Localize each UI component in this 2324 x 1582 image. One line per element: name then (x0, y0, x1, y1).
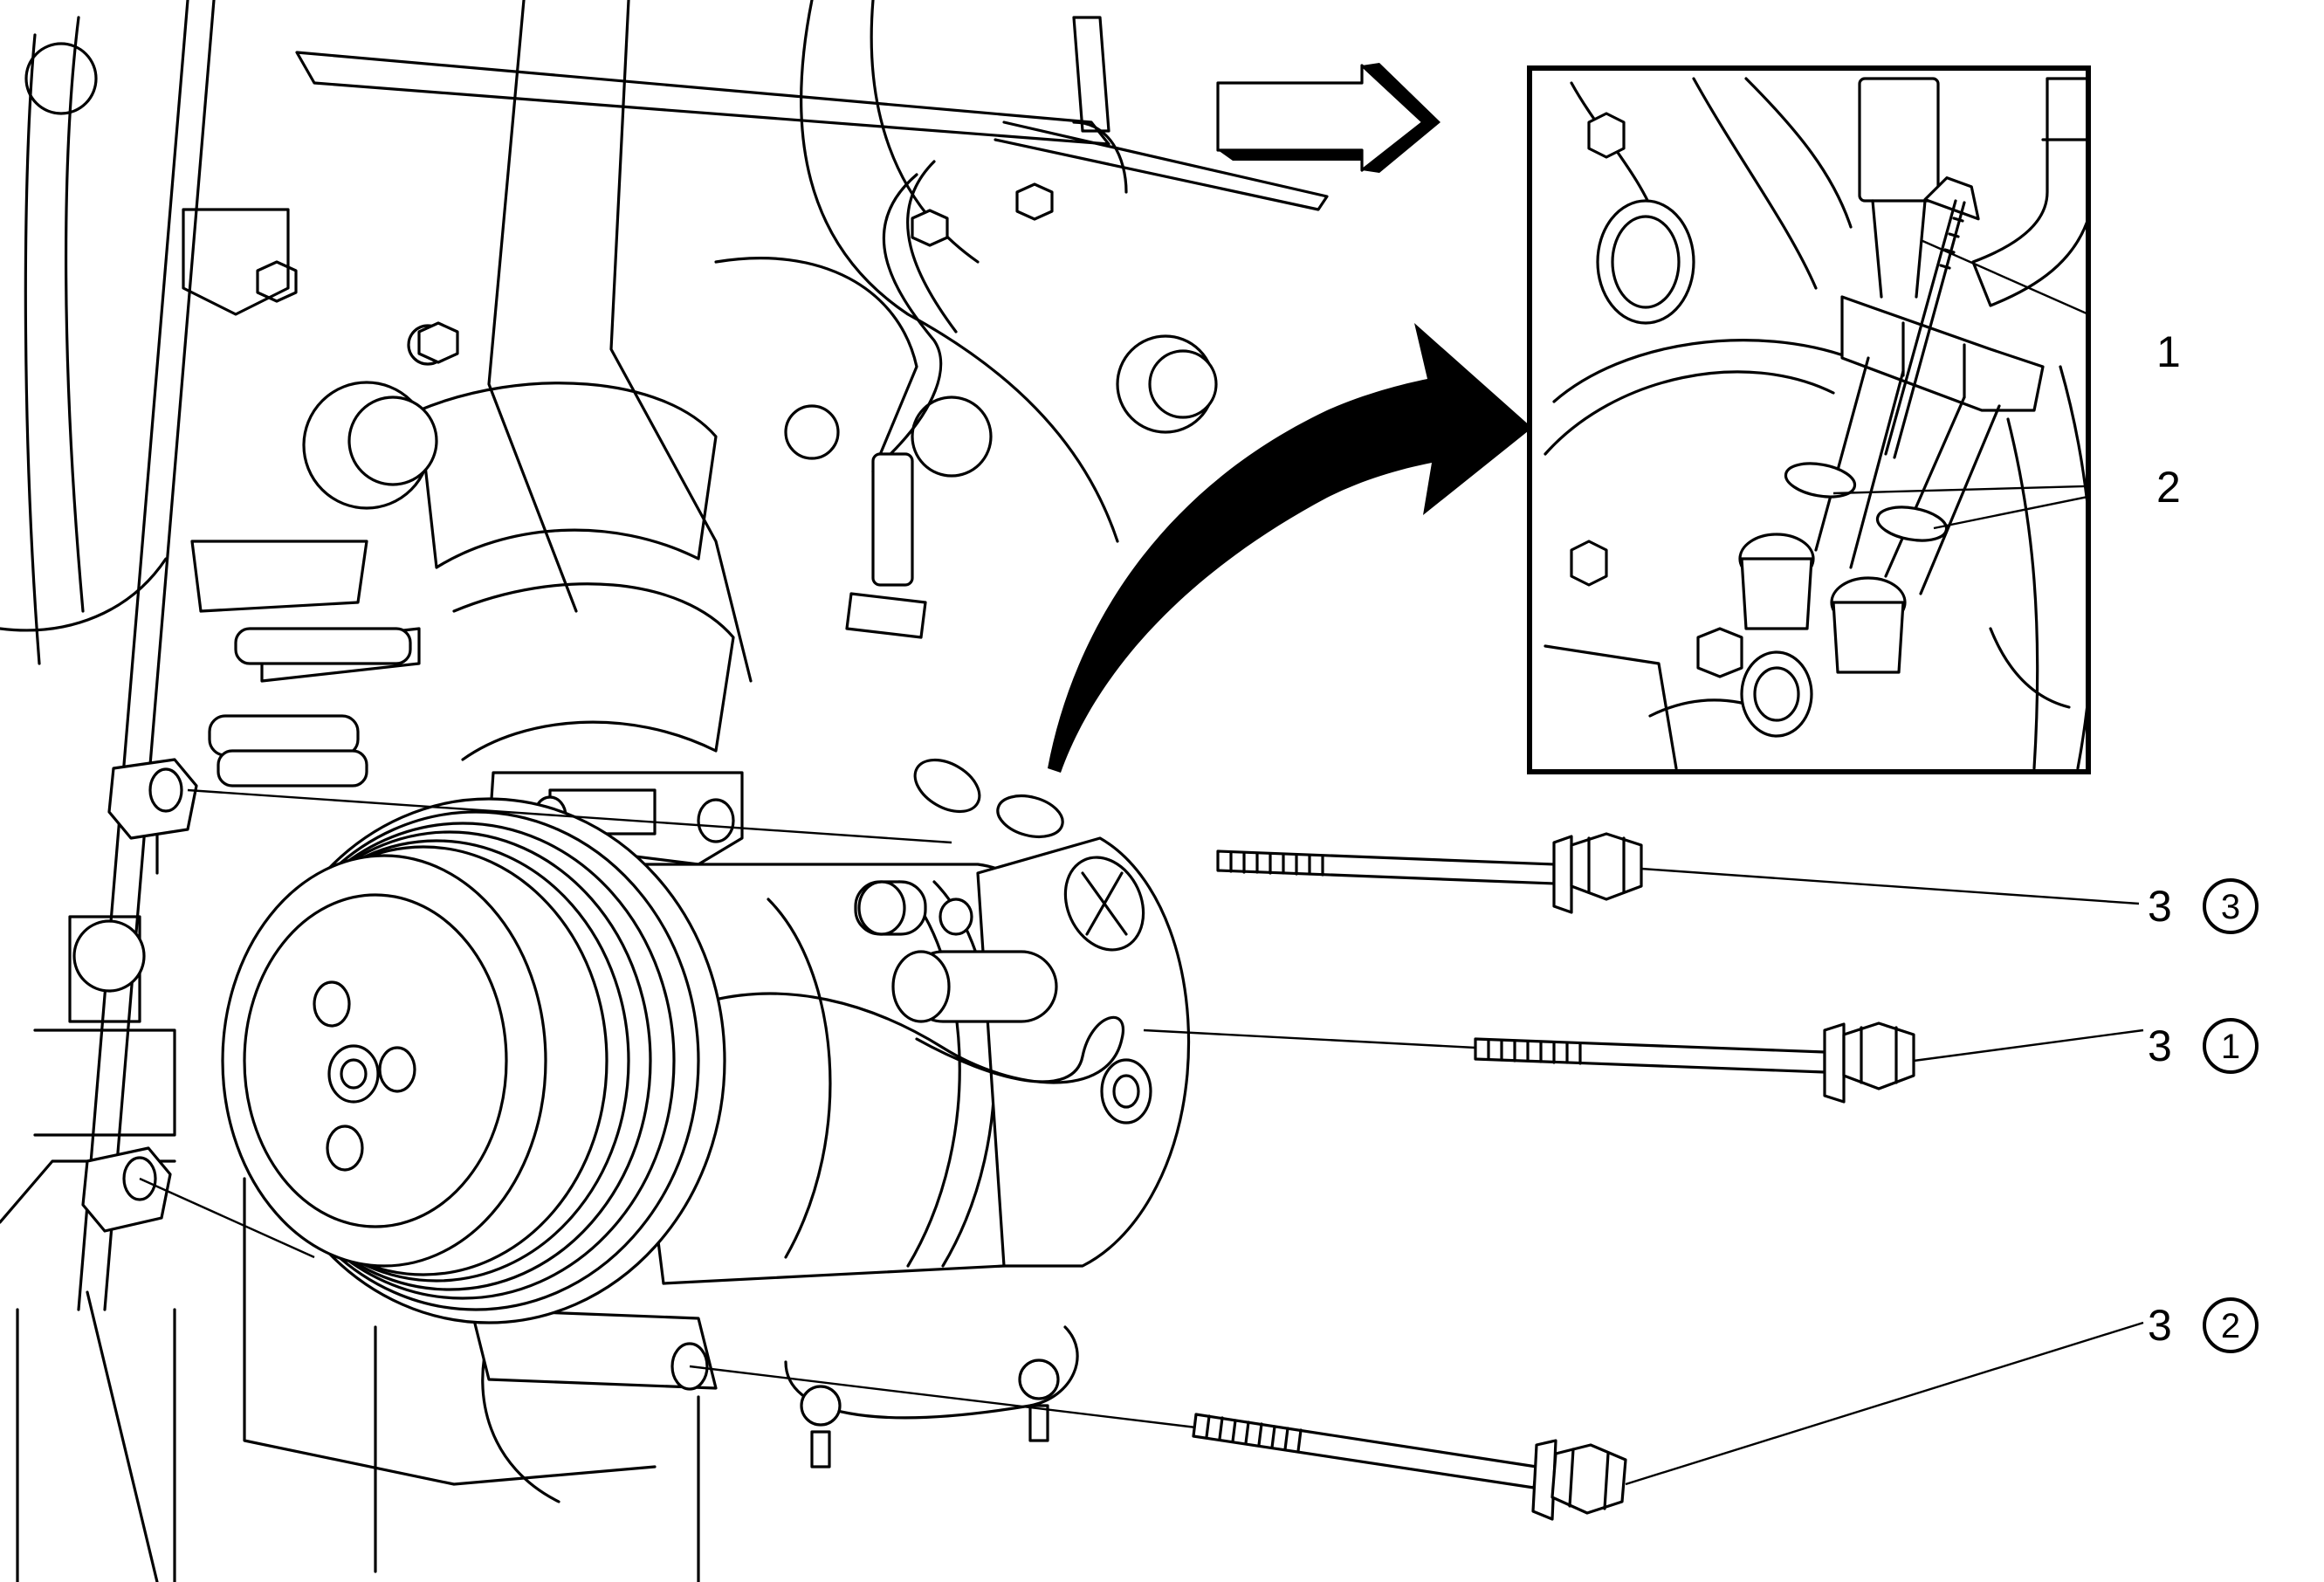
engine-mount-boss-upper (107, 758, 198, 840)
bolt-bottom (139, 1177, 1627, 1521)
sequence-number-middle: 1 (2221, 1028, 2240, 1066)
bolt-top (187, 788, 1643, 914)
sequence-number-top: 3 (2221, 888, 2240, 926)
compressor-bolt-hole-top-2 (697, 798, 735, 843)
compressor-bolt-hole-middle (1100, 1058, 1152, 1125)
callout-leaders (1625, 867, 2144, 1486)
callout-1: 1 (2156, 327, 2181, 376)
bolt-middle (1143, 1021, 1915, 1104)
callout-2: 2 (2156, 463, 2181, 512)
engine-mount-boss-lower (81, 1146, 172, 1233)
callout-bolt-middle: 3 1 (2148, 1018, 2259, 1074)
compressor-pulley (221, 797, 726, 1324)
engine-block (0, 0, 1329, 1582)
sequence-circle-bottom (2203, 1297, 2259, 1353)
sequence-number-bottom: 2 (2221, 1307, 2240, 1345)
callout-3-top: 3 (2148, 882, 2172, 931)
sequence-circle-top (2203, 878, 2259, 934)
direction-arrow-icon (1216, 63, 1440, 173)
detail-inset (1527, 65, 2091, 774)
inset-o-ring-1 (1784, 462, 1857, 499)
callout-3-middle: 3 (2148, 1021, 2172, 1070)
port-o-ring (913, 758, 981, 814)
callout-3-bottom: 3 (2148, 1301, 2172, 1350)
callout-bolt-top: 3 3 (2148, 878, 2259, 934)
inset-o-ring-2 (1875, 506, 1949, 542)
callout-bolt-bottom: 3 2 (2148, 1297, 2259, 1353)
sequence-circle-middle (2203, 1018, 2259, 1074)
detail-arrow-icon (1048, 323, 1532, 773)
